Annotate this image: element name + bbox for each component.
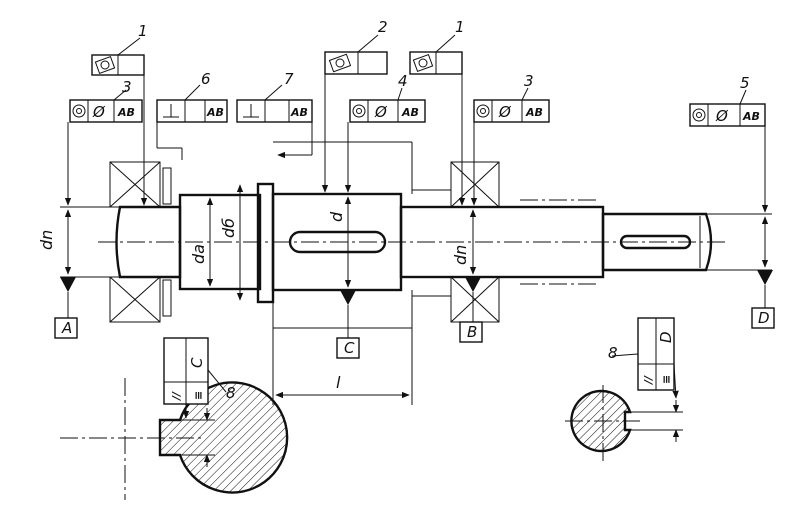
frame-5-diameter: Ø xyxy=(715,107,729,125)
callout-4: 4 xyxy=(398,72,408,90)
frame-4-datum: AB xyxy=(401,106,419,119)
mating-hub xyxy=(273,141,413,329)
left-frame-parallel: // xyxy=(170,391,183,402)
right-frame-parallel: // xyxy=(642,375,655,386)
section-view-left xyxy=(60,337,289,500)
datum-a: A xyxy=(61,319,72,337)
frame-5-datum: AB xyxy=(742,110,760,123)
frame-3-left-diameter: Ø xyxy=(92,103,106,121)
right-frame-datum: D xyxy=(657,331,675,343)
section-view-right xyxy=(565,317,683,462)
frame-4-diameter: Ø xyxy=(374,103,388,121)
frame-6 xyxy=(156,84,228,160)
dim-l: l xyxy=(336,373,341,392)
frame-7-datum: AB xyxy=(290,106,308,119)
frame-1-right xyxy=(409,34,466,206)
callout-5: 5 xyxy=(740,74,750,92)
frame-6-datum: AB xyxy=(206,106,224,119)
right-bearing xyxy=(412,161,600,323)
frame-5 xyxy=(689,89,769,213)
dim-da: da xyxy=(189,244,208,264)
dim-dn-left: dn xyxy=(37,230,56,250)
callout-3-left: 3 xyxy=(122,78,132,96)
dim-dn-right: dn xyxy=(451,245,470,265)
callout-1-left: 1 xyxy=(138,22,148,40)
frame-3-left-datum: AB xyxy=(117,106,135,119)
frame-3-right-datum: AB xyxy=(525,106,543,119)
frame-4 xyxy=(344,87,426,193)
callout-8-left: 8 xyxy=(226,384,236,402)
callout-3-right: 3 xyxy=(524,72,534,90)
frame-3-right xyxy=(470,87,550,206)
frame-7 xyxy=(236,84,313,159)
left-frame-symmetry: ≡ xyxy=(192,391,205,400)
shaft-body xyxy=(98,182,728,304)
left-frame-datum: C xyxy=(188,357,206,368)
datum-d: D xyxy=(758,309,770,327)
callout-1-right: 1 xyxy=(455,18,465,36)
frame-2 xyxy=(321,34,388,193)
callout-6: 6 xyxy=(201,70,211,88)
datum-c: C xyxy=(344,339,355,357)
datum-b: B xyxy=(467,323,477,341)
dim-d: d xyxy=(327,211,346,222)
frame-3-left xyxy=(64,89,143,206)
right-frame-symmetry: ≡ xyxy=(660,375,673,384)
datum-markers xyxy=(54,270,775,359)
callout-2: 2 xyxy=(378,18,388,36)
callout-8-right: 8 xyxy=(608,344,618,362)
left-bearing xyxy=(109,161,172,323)
dim-db: dб xyxy=(219,218,238,238)
frame-3-right-diameter: Ø xyxy=(498,103,512,121)
frame-1-left xyxy=(91,37,148,206)
callout-7: 7 xyxy=(284,70,294,88)
